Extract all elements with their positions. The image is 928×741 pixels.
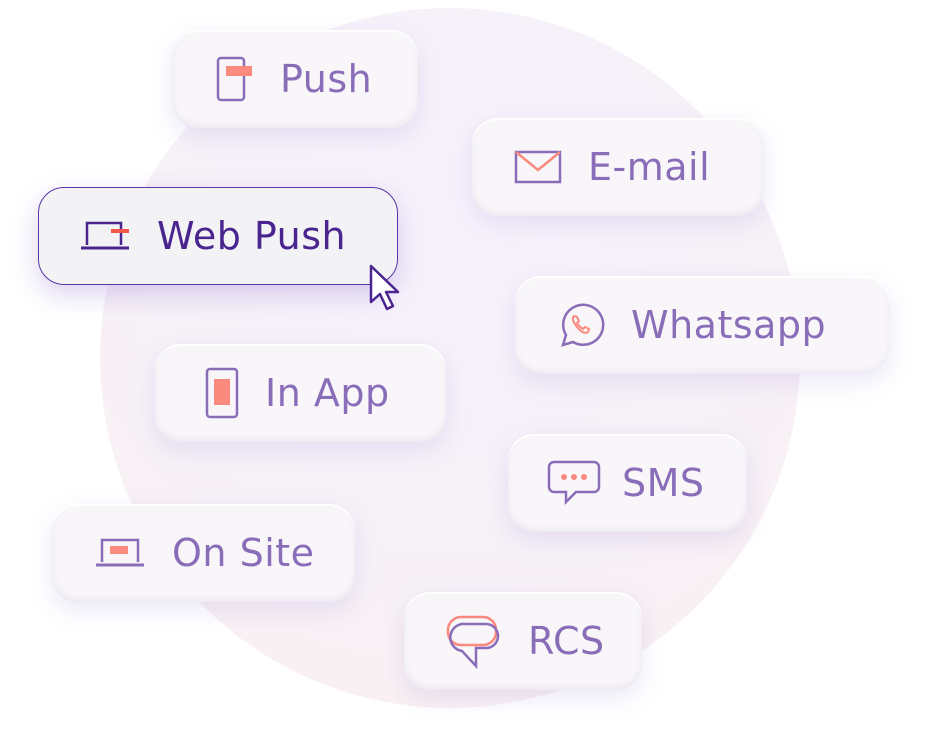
channel-on-site-button[interactable]: On Site	[52, 504, 355, 602]
whatsapp-icon	[561, 303, 605, 347]
channel-label: Whatsapp	[631, 303, 827, 347]
channel-label: On Site	[172, 531, 315, 575]
channel-push-button[interactable]: Push	[172, 30, 418, 128]
channel-label: RCS	[528, 619, 605, 663]
channel-whatsapp-button[interactable]: Whatsapp	[515, 276, 889, 374]
rcs-bubbles-icon	[446, 615, 500, 669]
channel-web-push-button[interactable]: Web Push	[38, 187, 398, 285]
channel-label: E-mail	[588, 145, 711, 189]
channel-sms-button[interactable]: SMS	[508, 434, 747, 532]
laptop-push-icon	[81, 221, 129, 250]
channel-label: Push	[280, 57, 373, 101]
channel-label: SMS	[622, 461, 705, 505]
mobile-push-icon	[216, 56, 252, 102]
channel-label: In App	[265, 371, 390, 415]
envelope-icon	[514, 150, 562, 184]
channel-in-app-button[interactable]: In App	[155, 344, 446, 442]
laptop-onsite-icon	[96, 538, 144, 567]
chat-dots-icon	[547, 460, 601, 506]
mouse-pointer-icon	[369, 264, 400, 311]
mobile-in-app-icon	[205, 367, 239, 419]
channel-email-button[interactable]: E-mail	[472, 118, 764, 216]
channel-rcs-button[interactable]: RCS	[404, 592, 642, 690]
channel-label: Web Push	[157, 214, 347, 258]
